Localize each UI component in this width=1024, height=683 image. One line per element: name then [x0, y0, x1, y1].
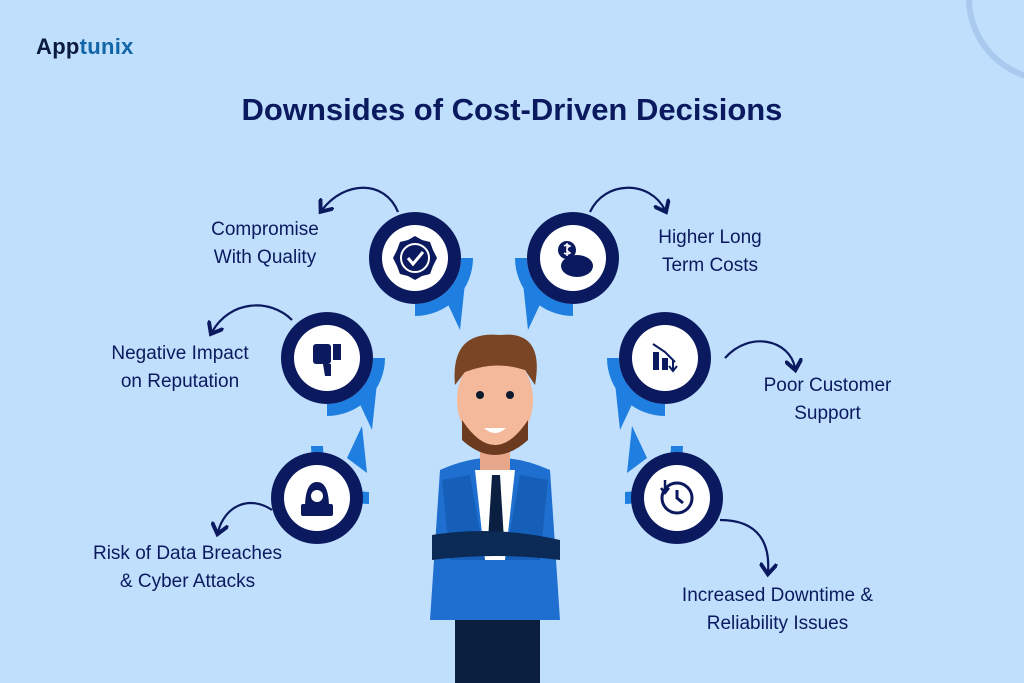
thumbs-down-icon — [313, 344, 341, 376]
pointer-tail — [445, 283, 465, 330]
piggy-bank-circle — [515, 212, 619, 330]
label-data-breaches: Risk of Data Breaches & Cyber Attacks — [70, 540, 305, 596]
logo-text-app: App — [36, 34, 80, 59]
arrow-downtime — [719, 518, 768, 572]
label-line: Term Costs — [661, 255, 759, 276]
arrow-quality — [322, 186, 400, 212]
label-line: Higher Long — [658, 227, 762, 248]
label-line: Support — [794, 403, 861, 424]
label-line: Increased Downtime & — [681, 585, 874, 606]
arrow-costs — [589, 186, 665, 212]
pointer-tail — [627, 426, 647, 473]
downtime-clock-icon — [660, 480, 694, 515]
businessman-illustration — [430, 334, 560, 683]
label-line: Reliability Issues — [706, 613, 849, 634]
quality-badge-icon — [393, 236, 437, 280]
thumbs-down-circle — [281, 312, 385, 430]
pointer-tail — [357, 383, 377, 430]
label-line: Compromise — [211, 219, 319, 240]
arrow-reputation — [212, 304, 293, 332]
pointer-tail — [523, 283, 543, 330]
arrow-breaches — [218, 501, 273, 532]
piggy-bank-icon — [558, 241, 593, 277]
downtime-clock-circle — [624, 426, 723, 544]
label-line: & Cyber Attacks — [119, 571, 256, 592]
hacker-circle — [271, 426, 370, 544]
label-line: on Reputation — [120, 371, 240, 392]
page-title: Downsides of Cost-Driven Decisions — [241, 92, 783, 127]
label-line: Negative Impact — [111, 343, 249, 364]
declining-chart-icon — [652, 343, 678, 373]
quality-badge-circle — [369, 212, 473, 330]
icon-circles — [271, 212, 723, 544]
arrow-support — [724, 340, 795, 368]
label-line: With Quality — [213, 247, 317, 268]
label-line: Poor Customer — [763, 375, 892, 396]
label-downtime: Increased Downtime & Reliability Issues — [655, 582, 900, 638]
hacker-icon — [301, 482, 333, 516]
pointer-tail — [347, 426, 367, 473]
apptunix-logo: Apptunix — [36, 34, 134, 60]
logo-text-tunix: tunix — [79, 34, 134, 59]
decorative-ring — [966, 0, 1024, 79]
label-negative-reputation: Negative Impact on Reputation — [90, 340, 270, 396]
declining-chart-circle — [607, 312, 711, 430]
label-line: Risk of Data Breaches — [92, 543, 283, 564]
pointer-tail — [615, 383, 635, 430]
